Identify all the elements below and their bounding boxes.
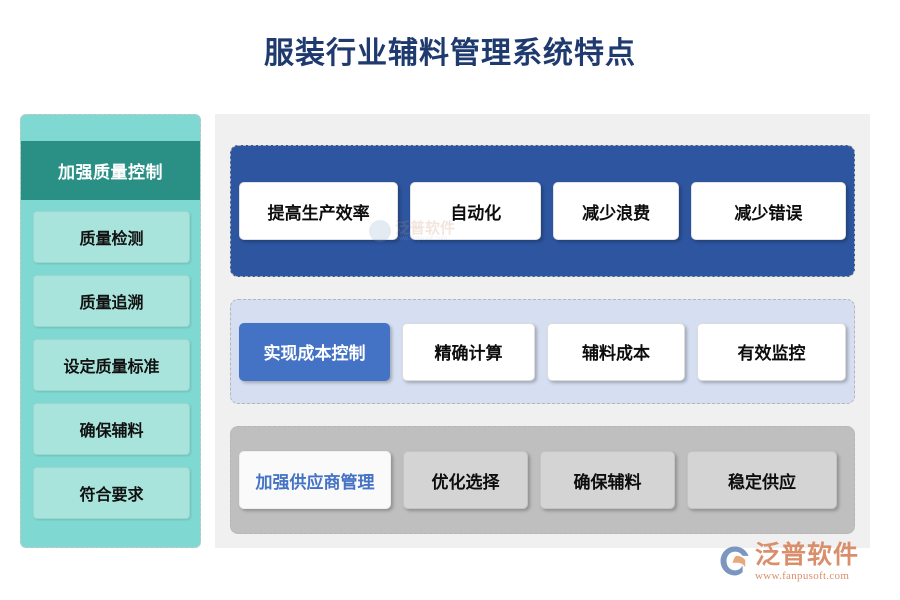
card-improve-production-efficiency[interactable]: 提高生产效率 [239,182,399,240]
group-supplier-cards: 加强供应商管理 优化选择 确保辅料 稳定供应 [231,427,854,533]
card-strengthen-supplier-management[interactable]: 加强供应商管理 [239,451,391,509]
group-cost-control: 实现成本控制 精确计算 辅料成本 有效监控 [230,299,855,404]
quality-control-sidebar: 加强质量控制 质量检测 质量追溯 设定质量标准 确保辅料 符合要求 [20,114,201,548]
card-reduce-errors[interactable]: 减少错误 [690,182,846,240]
brand-name: 泛普软件 [755,541,860,569]
card-ensure-accessories[interactable]: 确保辅料 [540,451,675,509]
group-efficiency: 提高生产效率 自动化 减少浪费 减少错误 泛普软件 www.fanpusoft.… [230,145,855,277]
page-title: 服装行业辅料管理系统特点 [264,37,636,70]
card-optimize-selection[interactable]: 优化选择 [403,451,528,509]
card-reduce-waste[interactable]: 减少浪费 [553,182,679,240]
sidebar-item-ensure-accessories[interactable]: 确保辅料 [33,403,190,455]
card-accurate-calculation[interactable]: 精确计算 [401,322,536,381]
fanpu-logo-icon [720,546,749,576]
group-supplier-management: 加强供应商管理 优化选择 确保辅料 稳定供应 [230,426,855,534]
brand-logo: 泛普软件 www.fanpusoft.com [718,542,882,588]
group-efficiency-cards: 提高生产效率 自动化 减少浪费 减少错误 [231,146,854,276]
card-achieve-cost-control[interactable]: 实现成本控制 [239,322,390,381]
card-effective-monitoring[interactable]: 有效监控 [697,322,846,381]
sidebar-item-quality-standard[interactable]: 设定质量标准 [33,339,190,391]
group-cost-cards: 实现成本控制 精确计算 辅料成本 有效监控 [231,300,854,403]
sidebar-item-meet-requirements[interactable]: 符合要求 [33,467,190,519]
main-panel: 提高生产效率 自动化 减少浪费 减少错误 泛普软件 www.fanpusoft.… [215,114,870,548]
card-accessory-cost[interactable]: 辅料成本 [547,322,686,381]
brand-url: www.fanpusoft.com [755,570,850,582]
brand-text-wrap: 泛普软件 www.fanpusoft.com [755,542,859,583]
card-stable-supply[interactable]: 稳定供应 [687,451,837,509]
sidebar-item-quality-inspection[interactable]: 质量检测 [33,211,190,263]
sidebar-header: 加强质量控制 [21,141,200,200]
sidebar-item-quality-traceability[interactable]: 质量追溯 [33,275,190,327]
card-automation[interactable]: 自动化 [410,182,542,240]
sidebar-item-list: 质量检测 质量追溯 设定质量标准 确保辅料 符合要求 [33,211,190,531]
